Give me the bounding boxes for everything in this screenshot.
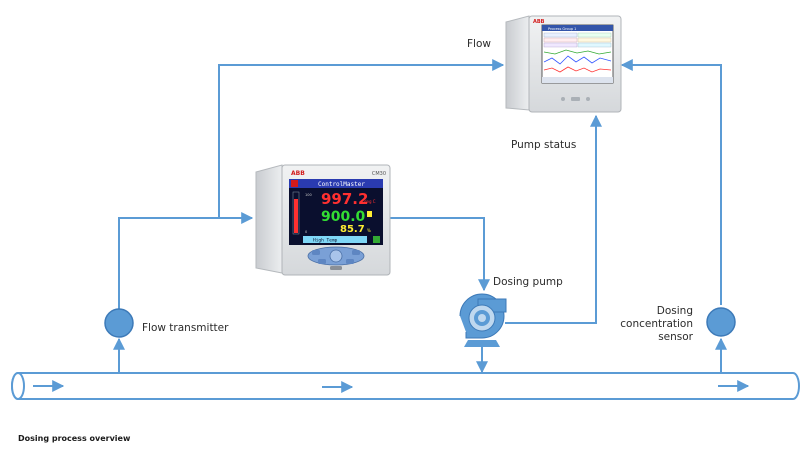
diagram-caption: Dosing process overview xyxy=(18,434,131,443)
line-transmitter-to-controller xyxy=(118,212,254,310)
flow-transmitter-label: Flow transmitter xyxy=(142,322,229,334)
signal-lines xyxy=(113,59,727,374)
concentration-sensor-circle xyxy=(706,307,736,337)
sensor-label-line3: sensor xyxy=(658,331,693,343)
sensor-label-line1: Dosing xyxy=(657,305,693,317)
controller-out-unit: % xyxy=(367,228,371,233)
controller-sp-value: 900.0 xyxy=(321,209,366,225)
controller-scale-top: 100 xyxy=(305,193,312,197)
line-controller-to-pump xyxy=(389,217,490,292)
controller-keypad xyxy=(307,246,365,270)
line-pump-status xyxy=(505,114,602,324)
controller-device: ABB CM30 ControlMaster 100 0 997.2 deg C… xyxy=(255,164,391,276)
sensor-label-line2: concentration xyxy=(620,318,693,330)
recorder-brand-logo: ABB xyxy=(533,19,545,25)
recorder-button xyxy=(561,97,565,101)
controller-brand-logo: ABB xyxy=(291,170,305,177)
controller-pv-unit: deg C xyxy=(364,199,376,204)
flow-transmitter-circle xyxy=(104,308,134,338)
process-pipe xyxy=(11,372,800,400)
controller-alarm-text: High Temp xyxy=(313,238,338,244)
controller-model: CM30 xyxy=(372,171,386,177)
controller-title: ControlMaster xyxy=(318,181,365,188)
controller-out-value: 85.7 xyxy=(340,224,365,235)
line-sensor-to-recorder xyxy=(620,59,722,305)
line-flow-to-recorder xyxy=(218,59,505,218)
recorder-title: Process Group 1 xyxy=(548,27,576,31)
controller-scale-bottom: 0 xyxy=(305,230,307,234)
recorder-traces xyxy=(543,49,612,73)
recorder-channel-legend xyxy=(543,32,612,48)
flow-label: Flow xyxy=(467,38,491,50)
dosing-pump-icon xyxy=(459,293,507,347)
dosing-pump-label: Dosing pump xyxy=(493,276,563,288)
controller-pv-value: 997.2 xyxy=(321,190,368,208)
recorder-device: ABB Process Group 1 xyxy=(505,15,622,113)
controller-output-bar xyxy=(294,199,298,233)
pump-status-label: Pump status xyxy=(511,139,576,151)
recorder-button xyxy=(586,97,590,101)
